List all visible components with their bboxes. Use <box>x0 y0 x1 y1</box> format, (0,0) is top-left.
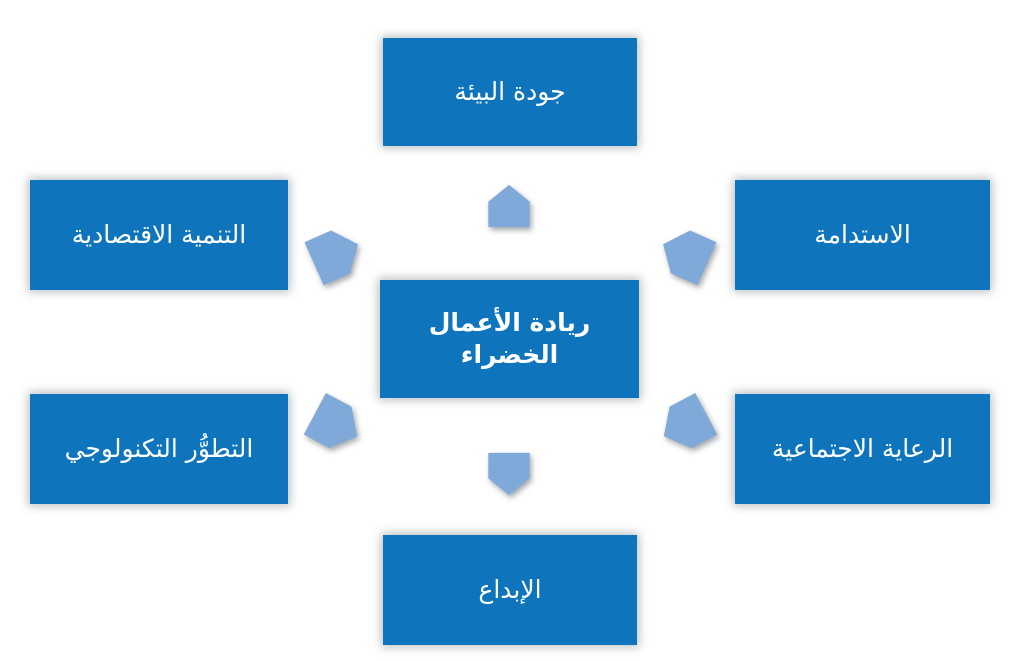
pentagon-arrow-lower-right-icon <box>660 392 718 450</box>
node-green-entrepreneurship-center[interactable]: ريادة الأعمال الخضراء <box>380 280 639 398</box>
node-environmental-quality[interactable]: جودة البيئة <box>383 38 637 146</box>
node-label: التطوُّر التكنولوجي <box>64 434 254 463</box>
node-label: الإبداع <box>478 575 542 604</box>
node-social-welfare[interactable]: الرعاية الاجتماعية <box>735 394 990 504</box>
pentagon-arrow-up-icon <box>487 184 531 228</box>
node-innovation[interactable]: الإبداع <box>383 535 637 645</box>
node-label: الرعاية الاجتماعية <box>771 434 954 463</box>
node-label: الاستدامة <box>814 220 911 249</box>
node-economic-development[interactable]: التنمية الاقتصادية <box>30 180 288 290</box>
pentagon-arrow-lower-left-icon <box>303 392 361 450</box>
node-label: جودة البيئة <box>454 77 566 106</box>
pentagon-arrow-upper-left-icon <box>304 229 361 286</box>
pentagon-arrow-down-icon <box>487 452 531 496</box>
center-node-label: ريادة الأعمال الخضراء <box>428 308 591 369</box>
node-label: التنمية الاقتصادية <box>71 220 247 249</box>
pentagon-arrow-upper-right-icon <box>660 229 717 286</box>
node-technological-development[interactable]: التطوُّر التكنولوجي <box>30 394 288 504</box>
node-sustainability[interactable]: الاستدامة <box>735 180 990 290</box>
